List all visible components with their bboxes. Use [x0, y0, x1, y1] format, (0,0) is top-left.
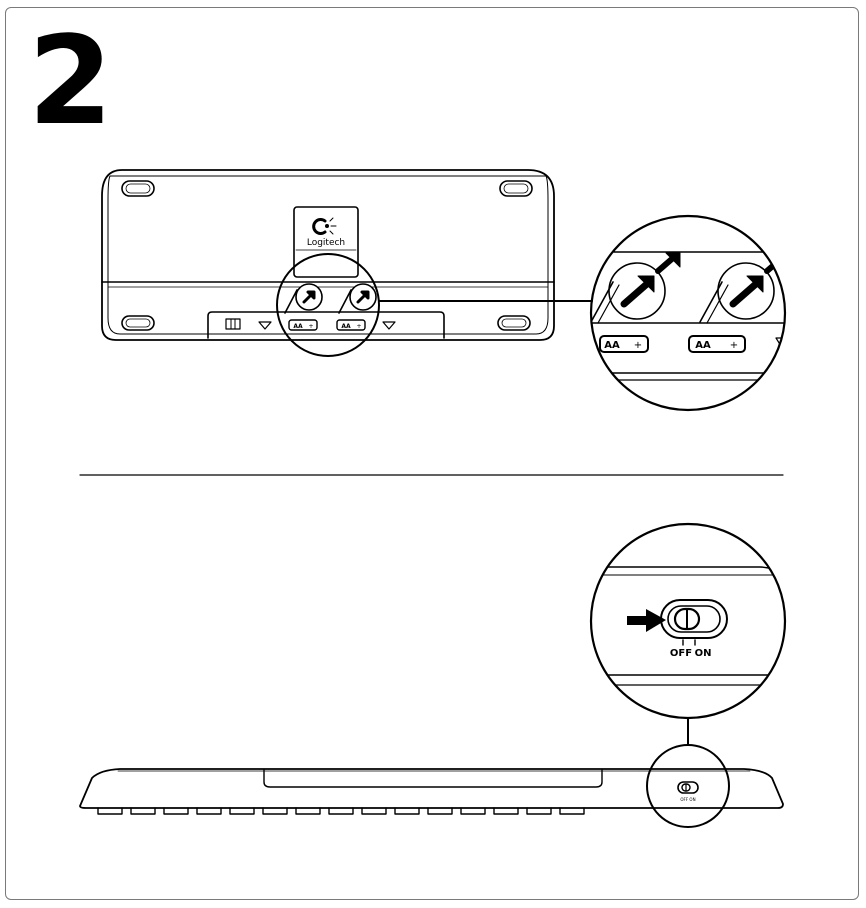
- switch-small-label: OFF ON: [680, 797, 695, 802]
- battery-slot-1: AA +: [289, 320, 317, 330]
- svg-text:AA: AA: [293, 323, 303, 330]
- zoom-circle-battery-doors: AA + AA +: [585, 200, 800, 410]
- zoom-circle-power-switch: OFF ON: [585, 524, 800, 745]
- latch-arrow-icon-left: [259, 322, 271, 329]
- battery-label-zoom-1: AA: [604, 340, 620, 351]
- battery-label-zoom-2: AA: [695, 340, 711, 351]
- battery-slot-2: AA +: [337, 320, 365, 330]
- rubber-foot-bottom-left: [122, 316, 154, 330]
- rubber-foot-bottom-right: [498, 316, 530, 330]
- svg-text:+: +: [634, 340, 642, 351]
- logo-text: Logitech: [307, 238, 345, 248]
- keyboard-side-view: OFF ON: [80, 745, 783, 827]
- rubber-foot-top-left: [122, 181, 154, 196]
- power-switch-small: [678, 782, 698, 793]
- switch-on-label: ON: [695, 648, 712, 659]
- key-row: [98, 808, 584, 814]
- switch-off-label: OFF: [670, 648, 692, 659]
- rubber-foot-top-right: [500, 181, 532, 196]
- battery-polarity-icon: [226, 319, 240, 329]
- svg-text:+: +: [308, 323, 313, 330]
- latch-arrow-icon-right: [383, 322, 395, 329]
- svg-text:+: +: [356, 323, 361, 330]
- svg-text:AA: AA: [341, 323, 351, 330]
- keyboard-underside: Logitech AA + AA +: [102, 170, 592, 356]
- logitech-logo-icon: [314, 218, 336, 234]
- push-arrow-icon: [627, 609, 666, 632]
- svg-text:+: +: [730, 340, 738, 351]
- battery-door-right: [339, 284, 376, 313]
- battery-door-left: [285, 284, 322, 313]
- power-switch: [661, 600, 727, 638]
